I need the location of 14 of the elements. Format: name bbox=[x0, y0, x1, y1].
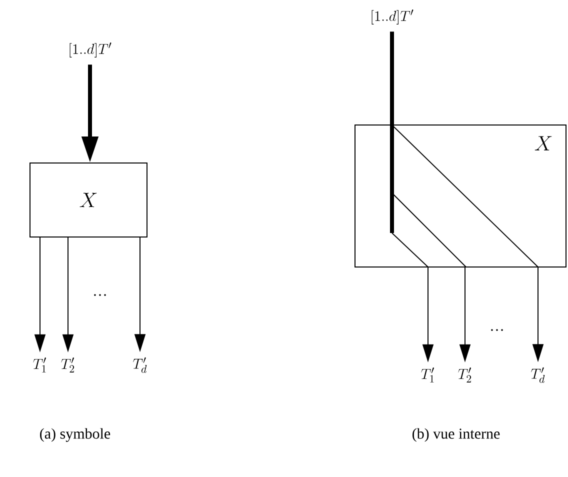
signal-label: $[1..d]T'$ bbox=[372, 10, 414, 24]
ellipsis: … bbox=[94, 294, 106, 296]
subfigure-caption: (a) symbole bbox=[40, 428, 110, 442]
signal-label: $T'_d$ bbox=[531, 367, 545, 383]
block-box: $X$ bbox=[30, 162, 148, 238]
signal-label: $T'_1$ bbox=[33, 358, 46, 372]
signal-label: $T'_1$ bbox=[421, 368, 434, 382]
block-box: $X$ bbox=[354, 124, 566, 268]
signal-label: $T'_2$ bbox=[61, 358, 74, 372]
subfigure-caption: (b) vue interne bbox=[412, 428, 500, 442]
signal-label: $T'_d$ bbox=[133, 357, 147, 373]
signal-label: $T'_2$ bbox=[458, 368, 472, 382]
ellipsis: … bbox=[491, 329, 503, 331]
signal-label: $[1..d]T'$ bbox=[70, 42, 112, 58]
